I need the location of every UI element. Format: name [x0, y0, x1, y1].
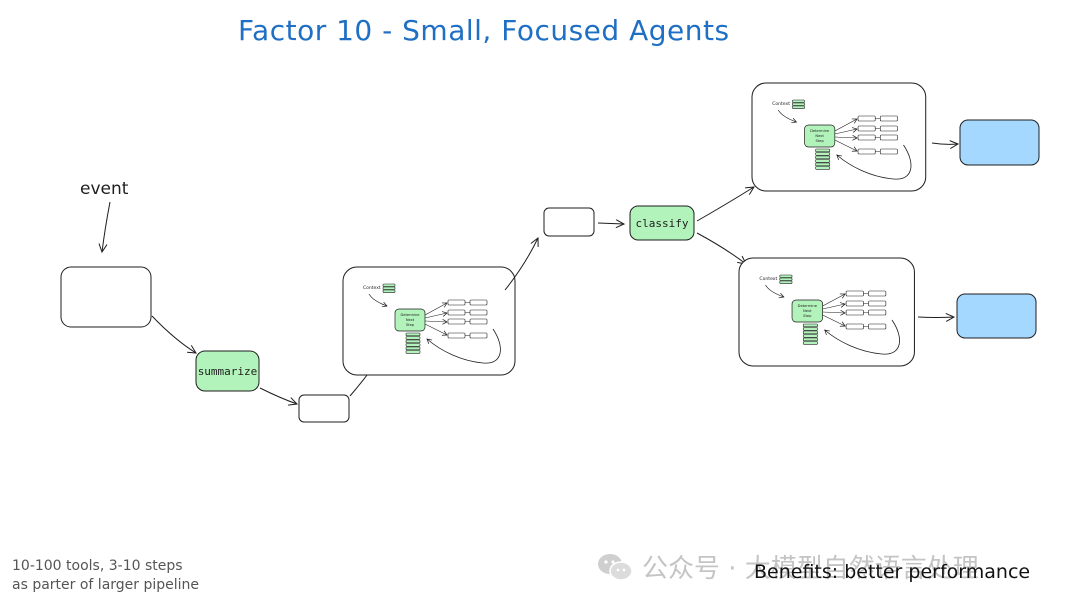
notes-text: 10-100 tools, 3-10 steps as parter of la…	[12, 557, 199, 595]
result-box-2	[956, 293, 1037, 339]
event-label: event	[80, 179, 129, 199]
arrow-to-result-1	[931, 143, 958, 144]
notes-line-2: as parter of larger pipeline	[12, 577, 200, 593]
benefits-text: Benefits: better performance	[754, 561, 1031, 583]
arrow-to-agent-2	[696, 187, 754, 222]
event-arrow	[102, 201, 111, 252]
classify-step	[629, 205, 695, 241]
summarize-step	[195, 350, 260, 392]
arrow-to-agent-output	[504, 238, 538, 291]
watermark-text: 公众号 · 大模型自然语言处理	[642, 554, 979, 584]
agent-output-box	[543, 207, 595, 237]
result-box-1	[959, 119, 1040, 166]
summary-output-box	[298, 394, 350, 423]
arrow-to-classify	[597, 223, 624, 224]
arrow-to-result-2	[917, 317, 954, 318]
summarize-label: summarize	[198, 365, 258, 378]
diagram-title: Factor 10 - Small, Focused Agents	[238, 14, 730, 47]
classify-label: classify	[636, 217, 689, 230]
arrow-to-agent-3	[696, 232, 746, 264]
notes-line-1: 10-100 tools, 3-10 steps	[12, 558, 183, 574]
agent-loop-1	[343, 267, 515, 375]
arrow-to-summarize	[151, 315, 196, 353]
agent-loop-3	[739, 258, 914, 366]
watermark: 公众号 · 大模型自然语言处理	[596, 548, 979, 585]
agent-loop-2	[752, 83, 926, 191]
input-box	[60, 266, 152, 328]
arrow-to-summary-output	[259, 387, 297, 404]
wechat-icon	[598, 553, 633, 581]
